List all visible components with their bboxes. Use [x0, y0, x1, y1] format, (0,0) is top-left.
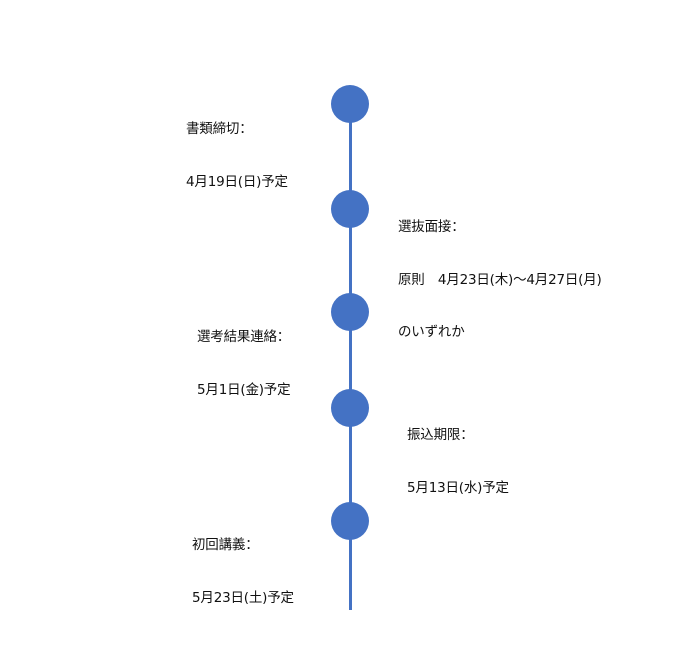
timeline-node-result-notice: [331, 293, 369, 331]
event-label-interview: 選抜面接： 原則 4月23日(木)～4月27日(月) のいずれか: [398, 184, 602, 377]
event-label-payment-deadline: 振込期限： 5月13日(水)予定: [407, 392, 509, 532]
timeline-node-first-lecture: [331, 502, 369, 540]
timeline-node-interview: [331, 190, 369, 228]
event-date: 4月19日(日)予定: [186, 173, 288, 190]
timeline-node-payment-deadline: [331, 389, 369, 427]
event-date: 5月13日(水)予定: [407, 479, 509, 496]
timeline-node-document-deadline: [331, 85, 369, 123]
event-note: のいずれか: [398, 324, 465, 340]
event-title: 選考結果連絡：: [197, 329, 291, 345]
event-title: 書類締切：: [186, 121, 253, 137]
event-date: 5月1日(金)予定: [197, 381, 291, 398]
event-date: 5月23日(土)予定: [192, 589, 294, 606]
event-label-document-deadline: 書類締切： 4月19日(日)予定: [186, 86, 288, 226]
timeline-line: [349, 104, 352, 610]
event-label-result-notice: 選考結果連絡： 5月1日(金)予定: [197, 294, 291, 434]
event-title: 振込期限：: [407, 427, 474, 443]
event-title: 選抜面接：: [398, 219, 465, 235]
event-date: 原則 4月23日(木)～4月27日(月): [398, 271, 602, 288]
event-label-first-lecture: 初回講義： 5月23日(土)予定: [192, 502, 294, 642]
event-title: 初回講義：: [192, 537, 259, 553]
